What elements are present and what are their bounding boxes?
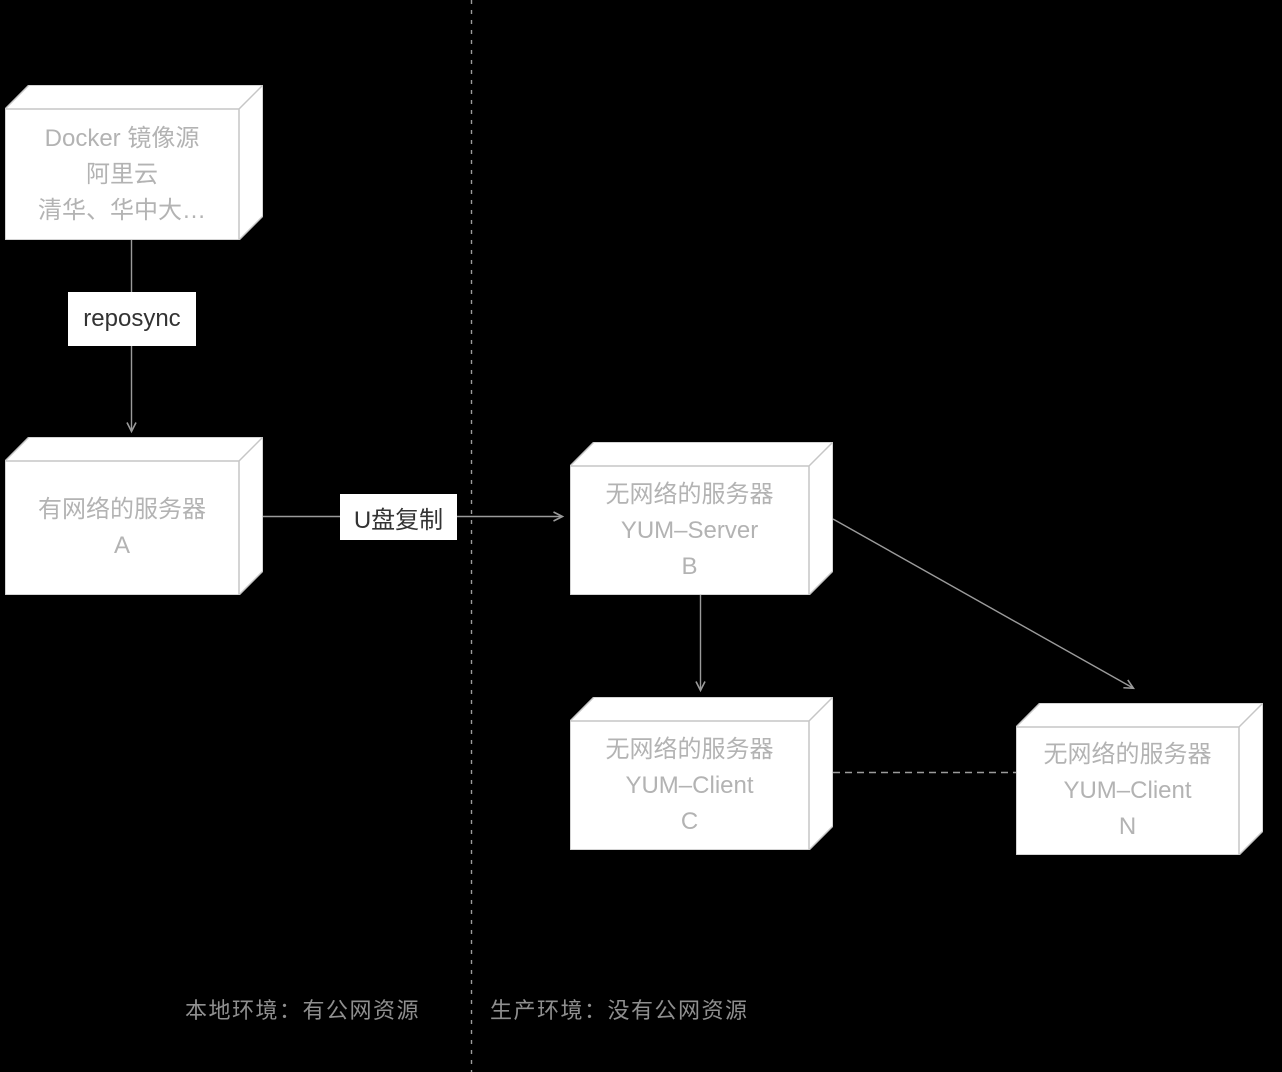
edge-label-reposync-text: reposync: [83, 305, 181, 332]
cube-body: [570, 442, 833, 595]
edge-label-reposync: reposync: [68, 292, 196, 346]
cube-body: [5, 437, 263, 595]
node-label-line: 无网络的服务器: [605, 735, 774, 763]
node-label-line: YUM–Client: [625, 771, 754, 799]
arrow-b-to-n: [832, 518, 1135, 690]
caption-local-env-text: 本地环境：有公网资源: [185, 998, 421, 1023]
node-label-line: Docker 镜像源: [44, 124, 200, 152]
node-label-line: 清华、华中大…: [38, 196, 206, 224]
cube-inner-edges: [570, 442, 833, 595]
caption-local-env: 本地环境：有公网资源: [185, 993, 420, 1025]
cube-inner-edges: [5, 85, 263, 240]
caption-production-env: 生产环境：没有公网资源: [490, 993, 749, 1025]
cube-body: [570, 697, 833, 850]
node-yum-client-c: 无网络的服务器 YUM–Client C: [570, 697, 833, 850]
node-label-line: N: [1118, 813, 1137, 840]
node-label-line: C: [680, 807, 699, 835]
cube-body: [5, 85, 263, 240]
cube-shape: [5, 437, 263, 595]
node-label-line: 无网络的服务器: [605, 480, 774, 508]
node-yum-server-b: 无网络的服务器 YUM–Server B: [570, 442, 833, 595]
edge-label-usb-copy: U盘复制: [340, 494, 457, 540]
cube-inner-edges: [1016, 703, 1263, 855]
node-label-line: B: [681, 552, 698, 580]
cube-inner-edges: [5, 437, 263, 595]
node-label-line: 无网络的服务器: [1043, 741, 1212, 768]
cube-inner-edges: [570, 697, 833, 850]
node-label-line: YUM–Client: [1063, 777, 1192, 804]
node-label-line: 阿里云: [86, 160, 158, 188]
caption-production-env-text: 生产环境：没有公网资源: [490, 998, 749, 1023]
node-label-line: YUM–Server: [620, 516, 759, 544]
node-label-line: 有网络的服务器: [38, 496, 206, 523]
node-yum-client-n: 无网络的服务器 YUM–Client N: [1016, 703, 1263, 855]
node-server-a: 有网络的服务器 A: [5, 437, 263, 595]
cube-shape: [5, 85, 263, 240]
node-label: 无网络的服务器 YUM–Client C: [570, 721, 809, 850]
node-label-line: A: [113, 532, 130, 559]
cube-shape: [1016, 703, 1263, 855]
node-label: Docker 镜像源 阿里云 清华、华中大…: [5, 109, 239, 240]
cube-shape: [570, 442, 833, 595]
node-docker-mirror-source: Docker 镜像源 阿里云 清华、华中大…: [5, 85, 263, 240]
node-label: 无网络的服务器 YUM–Server B: [570, 466, 809, 595]
node-label: 无网络的服务器 YUM–Client N: [1016, 727, 1239, 855]
node-label: 有网络的服务器 A: [5, 461, 239, 595]
cube-shape: [570, 697, 833, 850]
edge-label-usb-copy-text: U盘复制: [353, 506, 444, 534]
cube-body: [1016, 703, 1263, 855]
